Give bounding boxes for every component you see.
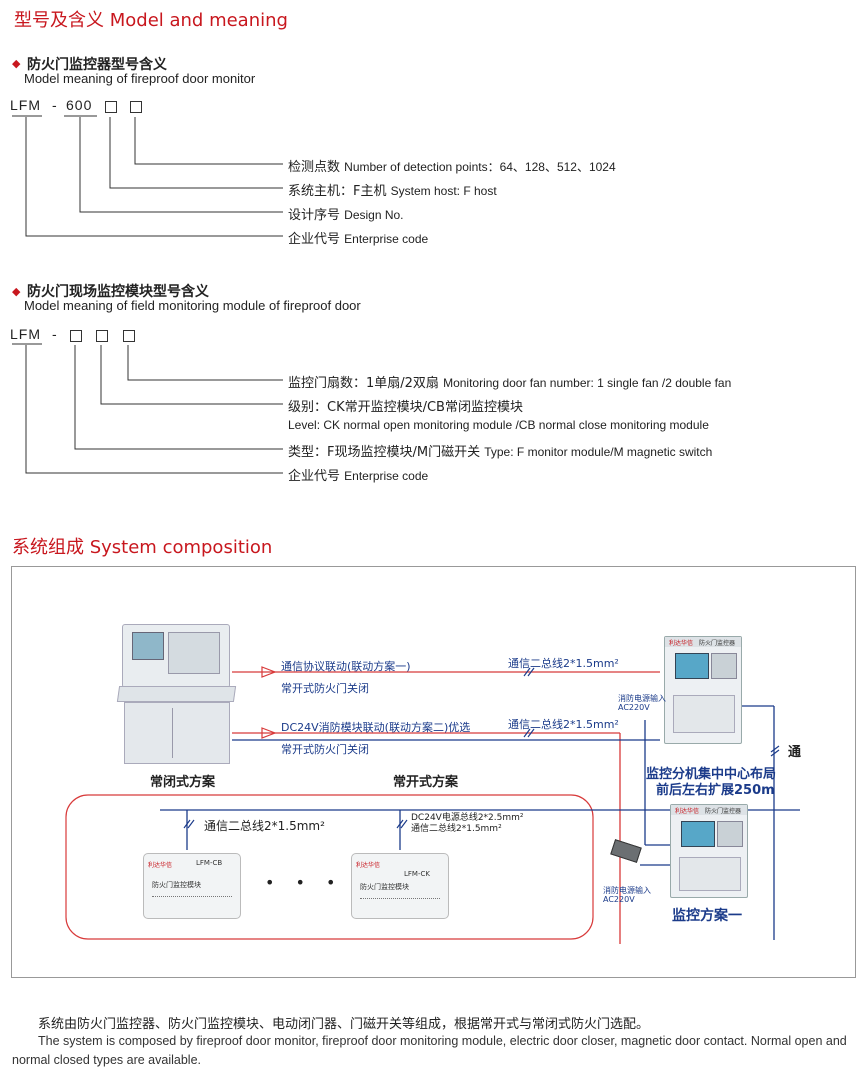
footer-description-en-line1: The system is composed by fireproof door… [38, 1034, 847, 1048]
monitor-item-enterprise: 企业代号 Enterprise code [288, 232, 429, 247]
monitor-cabinet-illustration: 利达华信 防火门监控器 [670, 804, 748, 898]
control-console-illustration [116, 624, 237, 764]
monitor-code-number: 600 [66, 97, 93, 113]
monitor-item-detection: 检测点数 Number of detection points：64、128、5… [288, 160, 616, 175]
code-placeholder-box [70, 330, 82, 342]
center-range-label: 前后左右扩展250m [656, 783, 775, 798]
module-code-dash: - [52, 326, 58, 342]
module-item-level-en: Level: CK normal open monitoring module … [288, 418, 709, 432]
diamond-bullet-icon: ◆ [12, 285, 21, 298]
open-scheme-label: 常开式方案 [393, 775, 459, 790]
code-placeholder-box [105, 101, 117, 113]
monitor-title-cn: 防火门监控器型号含义 [27, 57, 167, 73]
section-title-model: 型号及含义 Model and meaning [14, 10, 288, 31]
system-diagram-frame [11, 566, 856, 978]
link-scheme-2-label: DC24V消防模块联动(联动方案二)优选 [281, 721, 471, 734]
module-item-fan: 监控门扇数：1单扇/2双扇 Monitoring door fan number… [288, 376, 732, 391]
monitor-item-host: 系统主机：F主机 System host: F host [288, 184, 497, 199]
more-modules-ellipsis: • • • [265, 873, 344, 892]
module-cb-illustration: 利达华信 LFM-CB 防火门监控模块 [143, 853, 241, 919]
bus-label-top: 通信二总线2*1.5mm² [508, 657, 619, 670]
code-placeholder-box [123, 330, 135, 342]
monitor-cabinet-illustration: 利达华信 防火门监控器 [664, 636, 742, 744]
module-title-cn: 防火门现场监控模块型号含义 [27, 284, 209, 300]
module-item-type: 类型：F现场监控模块/M门磁开关 Type: F monitor module/… [288, 445, 713, 460]
module-item-enterprise: 企业代号 Enterprise code [288, 469, 429, 484]
module-item-level-cn: 级别：CK常开监控模块/CB常闭监控模块 [288, 400, 523, 415]
monitor-code-lines [12, 115, 283, 474]
link-scheme-1-sub: 常开式防火门关闭 [281, 682, 369, 695]
monitor-title-en: Model meaning of fireproof door monitor [24, 71, 256, 86]
monitor-code-dash: - [52, 97, 58, 113]
closed-bus-label: 通信二总线2*1.5mm² [204, 819, 325, 833]
code-placeholder-box [130, 101, 142, 113]
module-code-prefix: LFM [10, 326, 41, 342]
footer-description-en-line2: normal closed types are available. [12, 1053, 201, 1067]
module-title-en: Model meaning of field monitoring module… [24, 298, 361, 313]
center-layout-label: 监控分机集中中心布局 [646, 767, 777, 782]
closed-scheme-label: 常闭式方案 [150, 775, 216, 790]
section-title-system: 系统组成 System composition [12, 537, 273, 558]
link-scheme-2-sub: 常开式防火门关闭 [281, 743, 369, 756]
bus-label-middle: 通信二总线2*1.5mm² [508, 718, 619, 731]
monitor-scheme-label: 监控方案一 [672, 908, 742, 924]
system-diagram-lines [65, 666, 800, 944]
monitor-code-prefix: LFM [10, 97, 41, 113]
link-scheme-1-label: 通信协议联动(联动方案一) [281, 660, 411, 673]
code-placeholder-box [96, 330, 108, 342]
monitor-item-design: 设计序号 Design No. [288, 208, 404, 223]
diamond-bullet-icon: ◆ [12, 57, 21, 70]
comm-label: 通 [788, 745, 802, 760]
module-ck-illustration: 利达华信 LFM-CK 防火门监控模块 [351, 853, 449, 919]
footer-description-cn: 系统由防火门监控器、防火门监控模块、电动闭门器、门磁开关等组成，根据常开式与常闭… [38, 1017, 650, 1032]
